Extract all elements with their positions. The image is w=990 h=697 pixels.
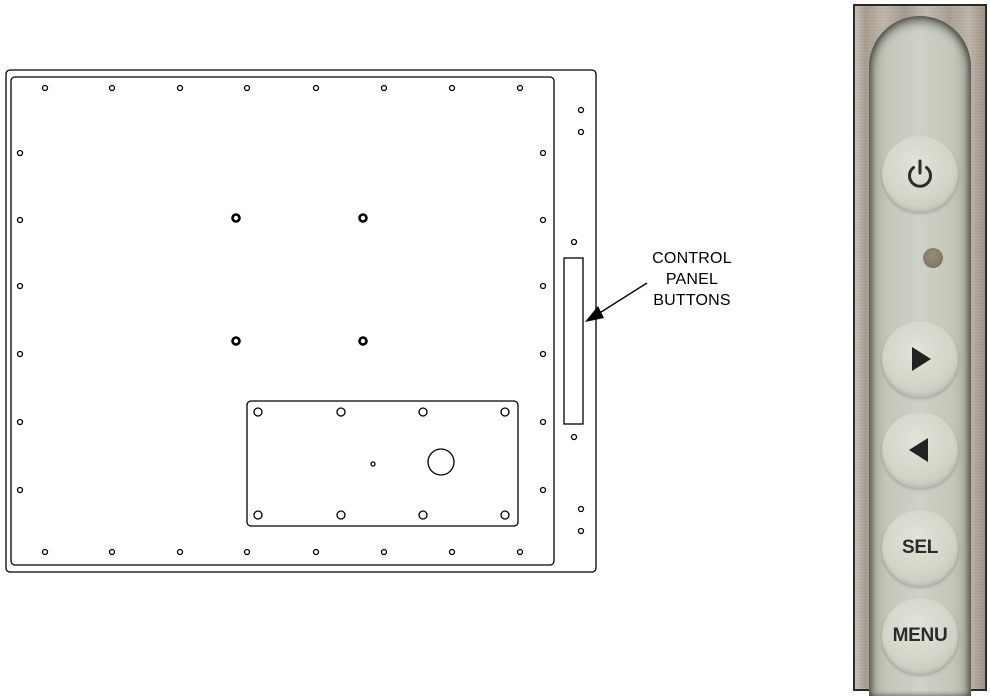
cover-screw-hole xyxy=(500,407,510,417)
left-arrow-button[interactable] xyxy=(882,412,958,488)
callout-line-3: BUTTONS xyxy=(653,292,731,309)
center-screw-hole xyxy=(370,461,376,467)
cover-screw-hole xyxy=(253,510,263,520)
rear-view-drawing xyxy=(5,69,648,573)
callout-line-1: CONTROL xyxy=(652,250,732,267)
perimeter-hole xyxy=(16,149,24,157)
vesa-mount-hole xyxy=(231,213,241,223)
flange-hole xyxy=(577,106,585,114)
flange-hole xyxy=(577,128,585,136)
cover-screw-hole xyxy=(418,510,428,520)
perimeter-hole xyxy=(380,548,388,556)
perimeter-hole xyxy=(108,84,116,92)
control-panel-slot xyxy=(563,257,584,425)
flange-hole xyxy=(570,433,578,441)
callout-line-2: PANEL xyxy=(665,271,719,288)
perimeter-hole xyxy=(539,418,547,426)
right-arrow-button[interactable] xyxy=(882,321,958,397)
cover-screw-hole xyxy=(418,407,428,417)
perimeter-hole xyxy=(16,216,24,224)
perimeter-hole xyxy=(312,548,320,556)
perimeter-hole xyxy=(16,350,24,358)
perimeter-hole xyxy=(16,418,24,426)
perimeter-hole xyxy=(108,548,116,556)
perimeter-hole xyxy=(16,282,24,290)
perimeter-hole xyxy=(176,548,184,556)
callout-arrow xyxy=(585,282,648,322)
outer-enclosure-outline xyxy=(5,69,597,573)
power-button[interactable] xyxy=(882,136,958,212)
cover-screw-hole xyxy=(336,407,346,417)
perimeter-hole xyxy=(539,216,547,224)
perimeter-hole xyxy=(539,282,547,290)
vesa-mount-hole xyxy=(358,213,368,223)
perimeter-hole xyxy=(539,350,547,358)
power-icon xyxy=(908,159,932,188)
perimeter-hole xyxy=(41,84,49,92)
menu-button[interactable]: MENU xyxy=(882,598,958,674)
control-panel-callout: CONTROL PANEL BUTTONS xyxy=(636,248,748,311)
cover-screw-hole xyxy=(500,510,510,520)
right-arrow-icon xyxy=(912,347,931,371)
select-label: SEL xyxy=(901,537,939,558)
perimeter-hole xyxy=(380,84,388,92)
perimeter-hole xyxy=(516,84,524,92)
status-led xyxy=(923,248,943,268)
button-strip: SEL MENU xyxy=(869,16,971,696)
flange-hole xyxy=(577,527,585,535)
flange-hole xyxy=(577,505,585,513)
access-cover-plate xyxy=(246,400,519,527)
perimeter-hole xyxy=(176,84,184,92)
perimeter-hole xyxy=(41,548,49,556)
perimeter-hole xyxy=(448,548,456,556)
menu-label: MENU xyxy=(892,625,948,646)
perimeter-hole xyxy=(539,486,547,494)
cover-screw-hole xyxy=(253,407,263,417)
mounting-bosses xyxy=(231,213,368,346)
cover-screw-hole xyxy=(336,510,346,520)
connector-port xyxy=(427,448,455,476)
perimeter-hole xyxy=(16,486,24,494)
inner-panel-outline xyxy=(10,76,555,566)
mounting-holes xyxy=(16,84,585,556)
flange-hole xyxy=(570,238,578,246)
perimeter-hole xyxy=(243,84,251,92)
perimeter-hole xyxy=(516,548,524,556)
vesa-mount-hole xyxy=(231,336,241,346)
control-panel-photo: SEL MENU xyxy=(853,4,987,696)
left-arrow-icon xyxy=(909,438,928,462)
vesa-mount-hole xyxy=(358,336,368,346)
perimeter-hole xyxy=(448,84,456,92)
perimeter-hole xyxy=(243,548,251,556)
select-button[interactable]: SEL xyxy=(882,510,958,586)
perimeter-hole xyxy=(539,149,547,157)
perimeter-hole xyxy=(312,84,320,92)
